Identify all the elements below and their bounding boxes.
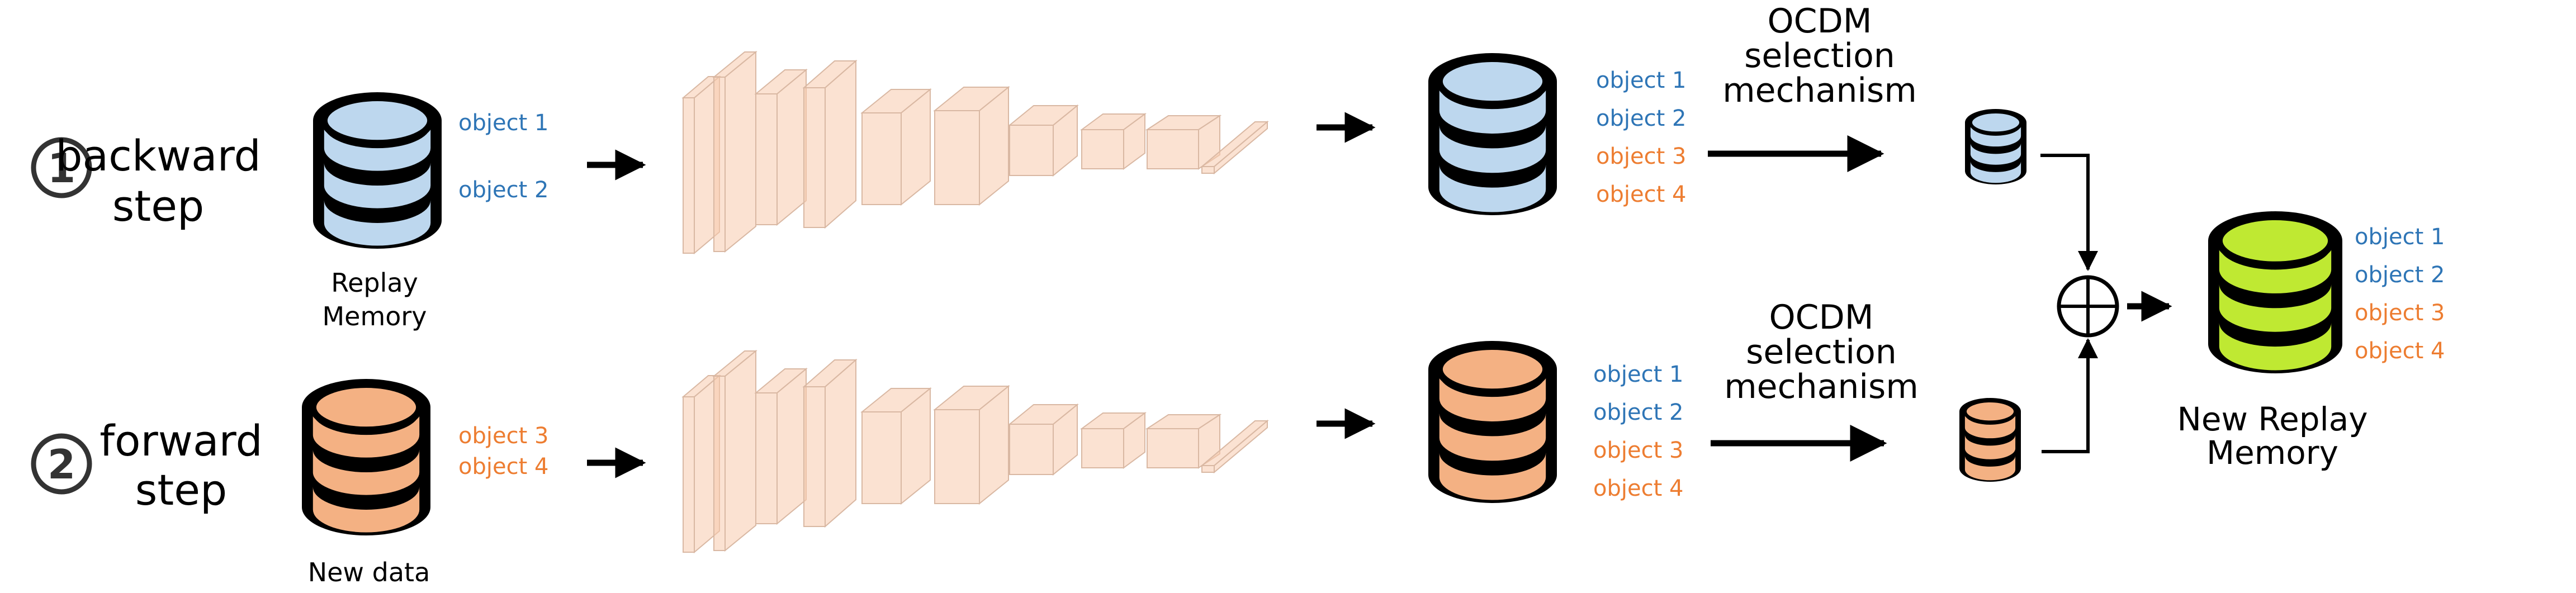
new-data-database-icon [302,378,430,535]
cnn-block-icon [802,358,858,528]
forward-ocdm-label: OCDM selection mechanism [1724,298,1919,406]
forward-step-label: 2 forward step [31,416,263,515]
cnn-block-icon [802,59,858,229]
step-title-line1: backward [55,131,261,181]
step-number: 2 [48,441,75,488]
forward-cnn-network [681,349,1269,554]
cnn-block-icon [860,387,932,505]
cnn-block-icon [754,367,808,525]
backward-output-object-list: object 1 object 2 object 3 object 4 [1596,68,1686,207]
cnn-block-icon [754,68,808,226]
cnn-block-icon [860,88,932,206]
backward-selected-database-icon [1965,109,2026,184]
object-label: object 2 [1596,106,1686,131]
object-label: object 2 [1593,400,1683,425]
backward-output-database-icon [1428,53,1557,215]
cnn-block-icon [1145,115,1222,170]
cnn-block-icon [1079,412,1147,469]
cnn-block-icon [933,86,1010,206]
object-label: object 3 [2355,300,2445,326]
object-label: object 4 [458,454,548,480]
object-label: object 4 [2355,338,2445,364]
object-label: object 1 [458,110,548,136]
cnn-block-icon [1008,403,1079,476]
ocdm-text: mechanism [1724,367,1919,406]
ocdm-text: OCDM [1767,2,1872,41]
ocdm-text: selection [1746,333,1897,372]
object-label: object 2 [458,177,548,203]
new-data-object-list: object 3 object 4 [458,423,548,480]
cnn-block-icon [1200,120,1269,175]
object-label: object 3 [1593,438,1683,463]
replay-memory-database-icon [313,92,442,249]
object-label: object 1 [1593,362,1683,387]
new-replay-memory-database-icon [2208,211,2342,374]
object-label: object 3 [458,423,548,449]
replay-memory-object-list: object 1 object 2 [458,110,548,203]
forward-selected-database-icon [1959,398,2021,482]
connector-arrow [2040,154,2098,271]
new-replay-memory-caption: Memory [2206,434,2338,472]
new-replay-memory-object-list: object 1 object 2 object 3 object 4 [2355,224,2445,364]
forward-output-database-icon [1428,340,1557,503]
cnn-block-icon [1079,113,1147,170]
object-label: object 1 [1596,68,1686,93]
object-label: object 4 [1596,182,1686,207]
step-number-circle [31,433,92,495]
object-label: object 4 [1593,476,1683,501]
step-title-line1: forward [100,416,262,466]
step-number-circle [31,137,92,198]
connector-arrow [2042,338,2098,453]
step-number: 1 [48,145,75,192]
replay-memory-caption: Replay [331,268,418,298]
new-replay-memory-caption: New Replay [2177,400,2367,438]
step-title-line2: step [112,181,204,231]
cnn-block-icon [1008,104,1079,177]
backward-ocdm-label: OCDM selection mechanism [1722,2,1917,110]
object-label: object 1 [2355,224,2445,250]
cnn-block-icon [712,349,757,552]
backward-cnn-network [681,50,1269,255]
ocdm-text: OCDM [1769,298,1873,337]
object-label: object 2 [2355,262,2445,288]
cnn-block-icon [681,75,721,255]
circle-plus-icon [2057,275,2119,338]
cnn-block-icon [933,385,1010,505]
step-title-line2: step [135,465,227,515]
object-label: object 3 [1596,144,1686,169]
cnn-block-icon [712,50,757,253]
replay-memory-caption: Memory [322,301,427,331]
forward-output-object-list: object 1 object 2 object 3 object 4 [1593,362,1683,501]
backward-step-label: 1 backward step [31,131,261,231]
cnn-block-icon [1145,414,1222,469]
ocdm-text: mechanism [1722,71,1917,110]
new-data-caption: New data [308,557,430,587]
ocdm-text: selection [1744,36,1895,75]
cnn-block-icon [1200,419,1269,474]
